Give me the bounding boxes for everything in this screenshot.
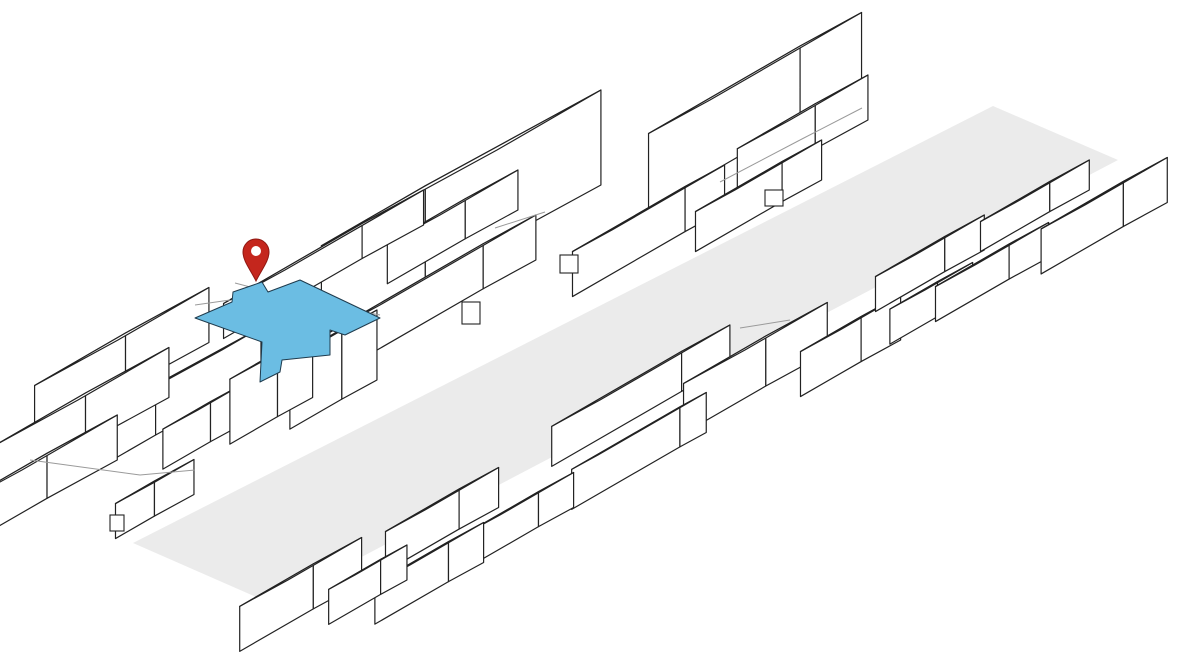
front-mid-tall-roof <box>682 301 828 385</box>
east-block-c <box>934 221 1050 323</box>
railing-8 <box>739 319 791 329</box>
front-west-e <box>328 544 408 625</box>
west-block-e-roof <box>0 414 118 483</box>
main-block-annex-roof <box>571 164 726 253</box>
front-west-b-side-face <box>537 471 575 528</box>
railing-5 <box>799 107 863 141</box>
railing-7 <box>139 469 196 476</box>
street <box>133 106 1118 604</box>
west-block-f <box>114 458 195 540</box>
front-west-d <box>239 536 363 652</box>
railing-6 <box>29 459 141 476</box>
terrace-east-step <box>736 74 869 195</box>
east-block-e-roof <box>1040 156 1168 230</box>
door-main <box>559 254 579 274</box>
pin-body <box>242 238 270 283</box>
street-layer <box>133 106 1118 604</box>
buildings-layer <box>0 11 1168 652</box>
railing-4 <box>719 139 801 183</box>
front-mid-long-roof <box>551 324 731 427</box>
west-block-e <box>0 414 118 527</box>
west-block-f-roof <box>114 458 195 505</box>
east-block-d <box>979 159 1090 253</box>
terrace-east-step-roof <box>736 74 869 150</box>
location-pin-icon <box>242 238 270 283</box>
east-block-c-roof <box>934 221 1050 288</box>
east-block-e-side-face <box>1122 156 1168 228</box>
door-mid <box>461 301 481 325</box>
west-block-b-roof <box>33 286 210 387</box>
front-west-a-roof <box>384 466 500 533</box>
pin-layer <box>242 238 270 283</box>
pin-hole <box>251 246 261 256</box>
front-west-d-roof <box>239 536 363 607</box>
west-block-c-roof <box>0 346 170 444</box>
railing-2 <box>194 299 231 306</box>
highlighted-floor <box>194 279 381 383</box>
front-mid-long <box>551 324 731 467</box>
door-east <box>764 189 784 207</box>
east-block-b-roof <box>889 261 974 310</box>
east-block-a-roof <box>874 214 985 278</box>
terrace-east-tall-roof <box>647 11 863 135</box>
highlight-layer <box>194 279 381 383</box>
railing-3 <box>494 211 546 229</box>
door-west <box>109 514 125 532</box>
east-block-d-roof <box>979 159 1090 223</box>
front-west-e-roof <box>328 544 408 590</box>
terrace-east-low-roof <box>694 139 823 213</box>
front-mid-low <box>571 391 707 510</box>
west-block-f-side-face <box>153 458 195 517</box>
terrace-east-low <box>694 139 823 253</box>
front-mid-low-roof <box>571 391 707 470</box>
east-block-e <box>1040 156 1168 275</box>
